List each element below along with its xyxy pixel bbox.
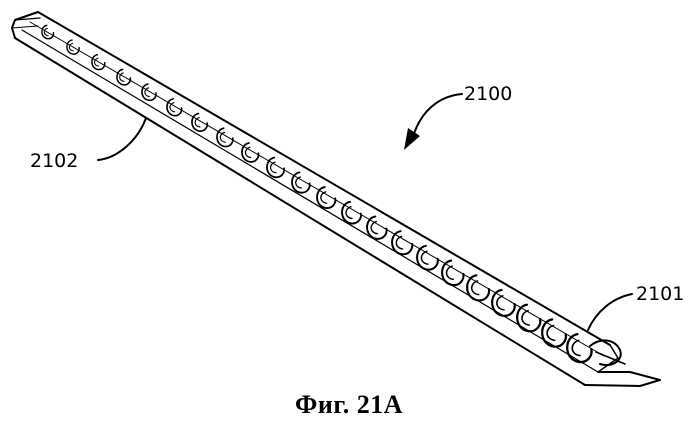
coil-element (217, 128, 233, 146)
label-2100: 2100 (464, 83, 512, 105)
label-2102: 2102 (30, 150, 78, 172)
coil-element (167, 99, 182, 116)
leader-2102 (98, 118, 146, 160)
coil-element-inner (120, 73, 124, 81)
figure-caption: Фиг. 21A (0, 390, 698, 420)
coil-element (292, 172, 310, 192)
coil-element-inner (547, 326, 555, 341)
coil-element (267, 158, 284, 178)
coil-element (192, 114, 207, 132)
coil-element-inner (522, 311, 529, 325)
coil-element (517, 305, 540, 332)
coil-element-inner (321, 192, 327, 203)
coil-element (117, 69, 130, 84)
coil-element-inner (572, 340, 580, 355)
leader-2101 (588, 294, 632, 330)
coil-element-inner (497, 296, 504, 310)
coil-element (542, 319, 566, 346)
coil-element (492, 290, 515, 316)
label-2101: 2101 (636, 283, 684, 305)
leader-2100 (404, 94, 462, 150)
coil-series (42, 25, 592, 362)
coil-element (567, 334, 591, 362)
coil-element-inner (145, 88, 149, 97)
coil-element (242, 143, 259, 162)
coil-element (142, 84, 156, 100)
coil-element (467, 275, 489, 300)
coil-element-inner (170, 103, 175, 112)
